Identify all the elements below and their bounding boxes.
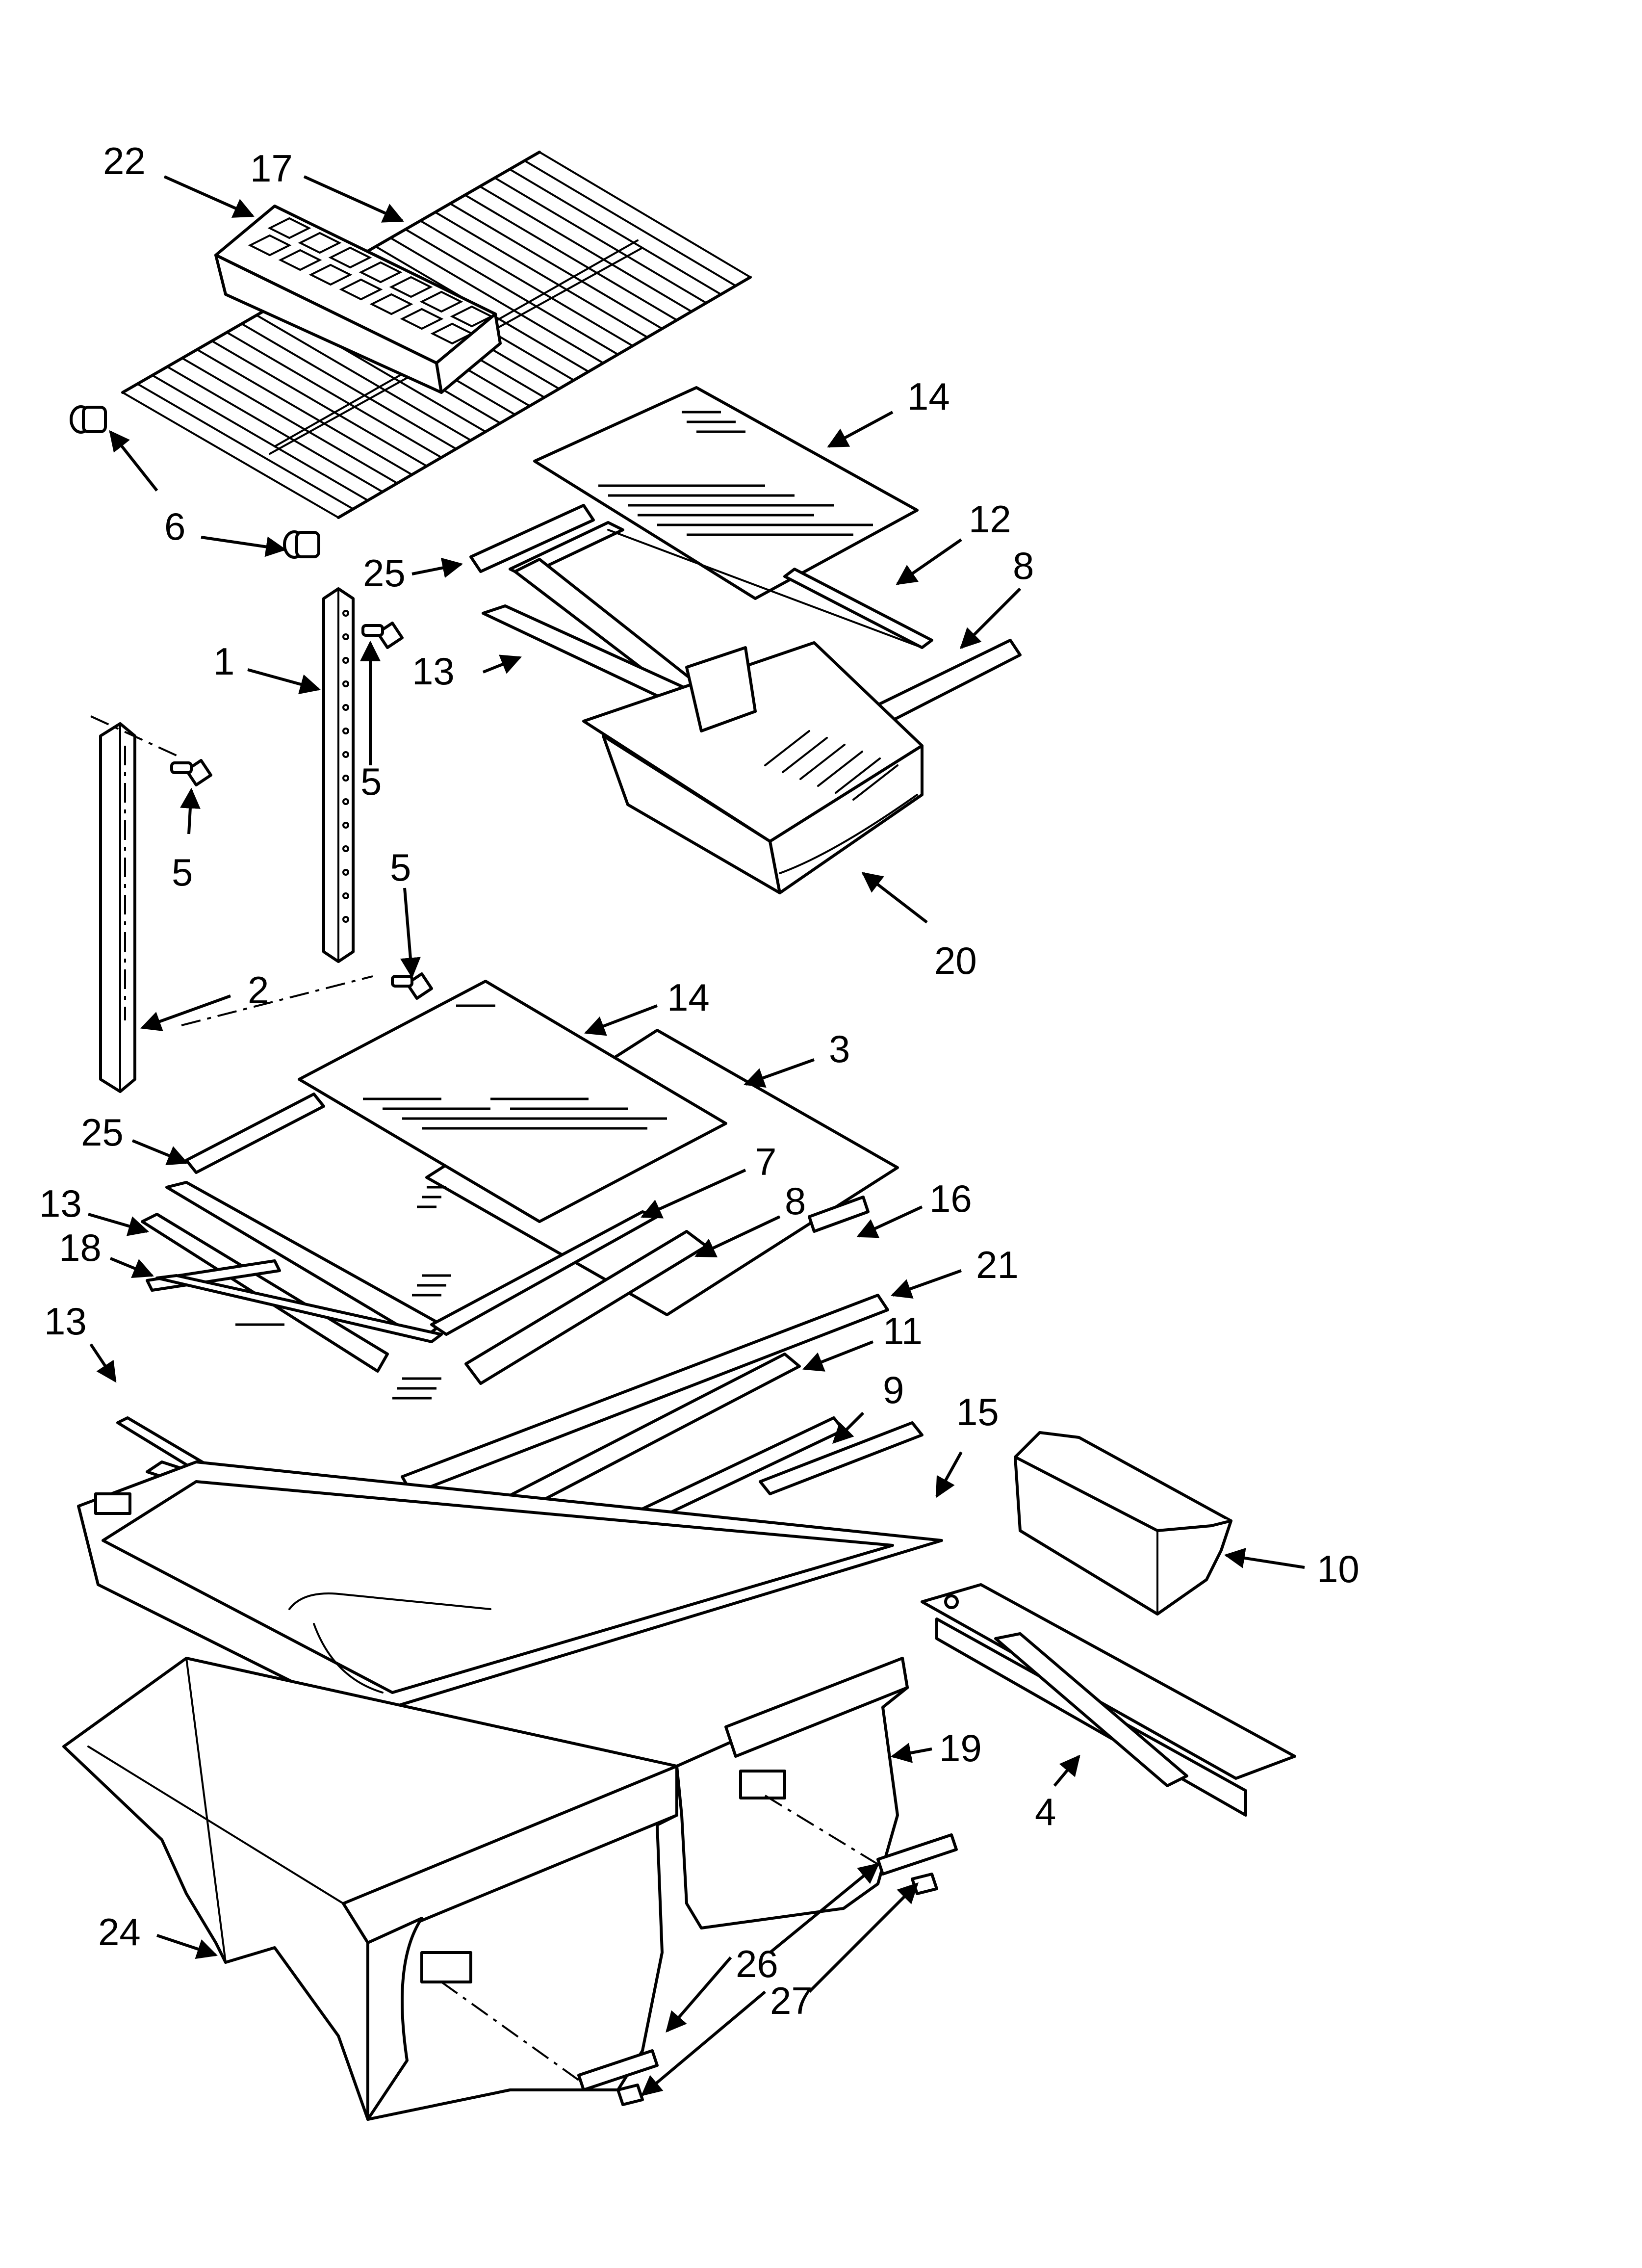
- callout-27: 27: [770, 1979, 813, 2022]
- leader-lines: [88, 175, 1305, 2096]
- meat-pan-20: [582, 641, 924, 894]
- callout-15: 15: [956, 1390, 999, 1434]
- glass-shelf-14-middle: [298, 980, 727, 1223]
- crisper-cover-frame: [77, 1460, 943, 1728]
- screw-5-c: [391, 972, 433, 1000]
- ice-tray-22: [214, 205, 502, 394]
- callout-13-middle: 13: [39, 1182, 82, 1225]
- callout-14-middle: 14: [667, 976, 710, 1019]
- door-bin-10: [1014, 1431, 1232, 1616]
- callout-1: 1: [213, 640, 234, 683]
- callout-11: 11: [883, 1309, 923, 1353]
- shelf-rail-2: [90, 715, 373, 1093]
- crisper-drawer-19: [675, 1657, 909, 1929]
- callout-2: 2: [248, 968, 269, 1012]
- screw-5-a: [361, 622, 404, 649]
- callout-21: 21: [976, 1243, 1019, 1286]
- callout-8-upper: 8: [1013, 544, 1034, 587]
- callout-9: 9: [883, 1368, 904, 1411]
- callout-20: 20: [934, 939, 977, 982]
- callout-25-upper: 25: [363, 551, 406, 595]
- callout-10: 10: [1317, 1547, 1360, 1590]
- clip-26-27: [440, 1795, 958, 2106]
- crisper-drawer-24: [62, 1657, 678, 2121]
- callout-4: 4: [1035, 1790, 1056, 1833]
- callout-17: 17: [250, 147, 293, 190]
- callouts: 22 17 14 6 25 12 8 1 13 5 5 5 20 2 14 3 …: [39, 139, 1360, 2022]
- callout-5-c: 5: [390, 846, 411, 889]
- callout-19: 19: [939, 1726, 982, 1770]
- shelf-peg-6-right: [283, 530, 320, 559]
- callout-7: 7: [755, 1140, 776, 1183]
- callout-12: 12: [969, 497, 1011, 541]
- callout-5-b: 5: [172, 851, 193, 894]
- crisper-rail-4: [921, 1583, 1296, 1817]
- callout-22: 22: [103, 139, 146, 182]
- callout-5-a: 5: [360, 760, 382, 803]
- callout-25-middle: 25: [81, 1111, 124, 1154]
- callout-14-upper: 14: [907, 375, 950, 418]
- callout-16: 16: [929, 1177, 972, 1220]
- shelf-peg-6-left: [70, 405, 107, 434]
- callout-26: 26: [736, 1942, 778, 1985]
- callout-18: 18: [59, 1226, 102, 1269]
- callout-3: 3: [829, 1027, 850, 1070]
- callout-13-lower: 13: [44, 1300, 87, 1343]
- glass-shelf-14-upper: [533, 386, 919, 600]
- screw-5-b: [170, 759, 212, 786]
- callout-6: 6: [164, 505, 185, 548]
- callout-13-upper: 13: [412, 650, 455, 693]
- callout-24: 24: [98, 1910, 141, 1954]
- shelf-rail-1: [322, 587, 355, 963]
- callout-8-middle: 8: [785, 1179, 806, 1223]
